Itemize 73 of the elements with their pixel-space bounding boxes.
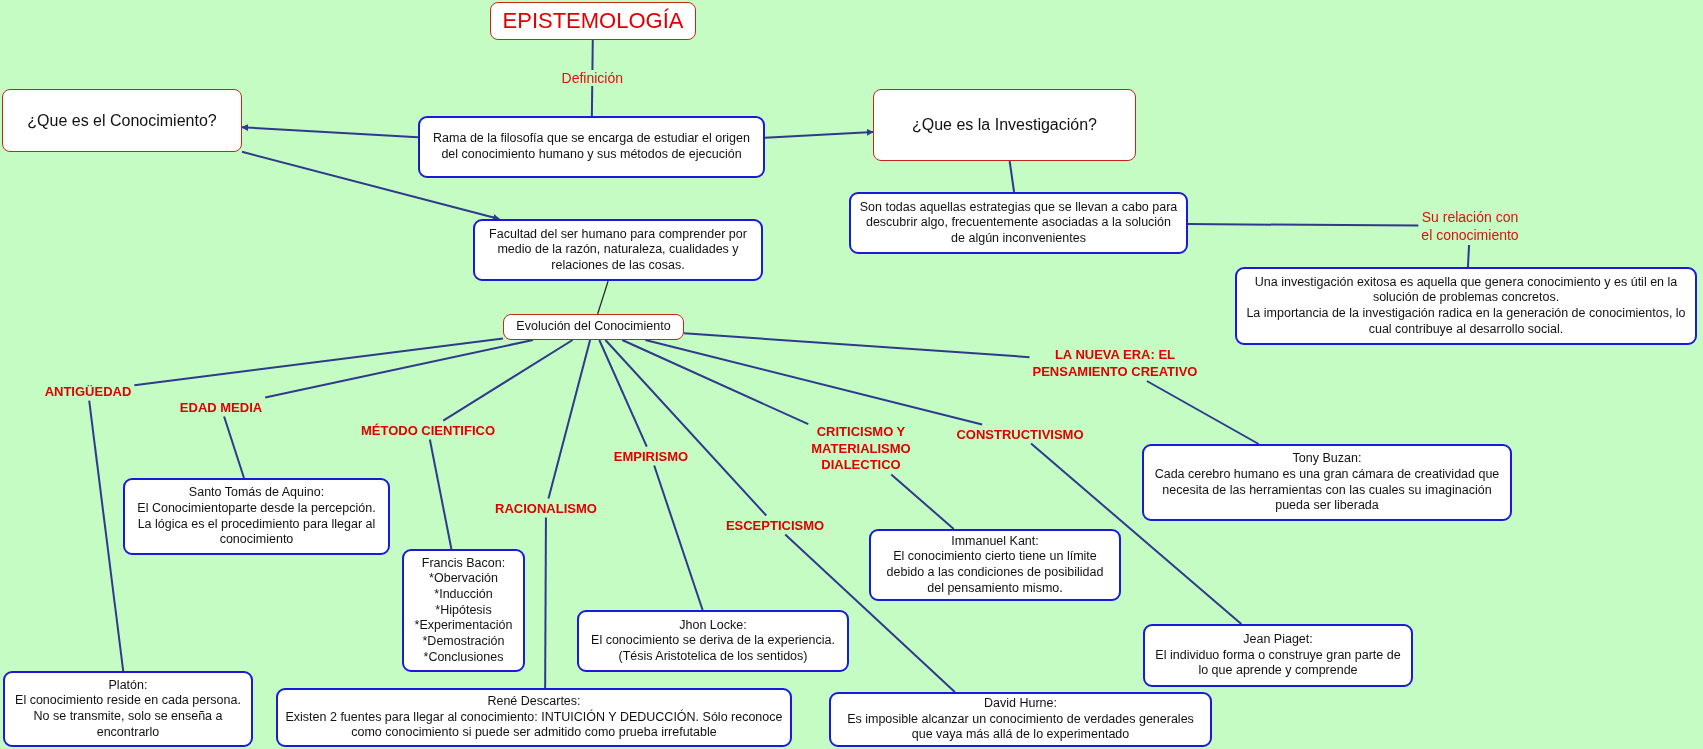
question-box: ¿Que es el Conocimiento? (2, 89, 242, 152)
relation-label: Su relación con el conocimiento (1420, 207, 1520, 245)
concept-box: Facultad del ser humano para comprender por medio de la razón, naturaleza, cualidades y relaciones de las cosas. (473, 219, 763, 281)
title-box: EPISTEMOLOGÍA (490, 2, 696, 40)
connector-line (597, 280, 609, 315)
connector-line (133, 337, 504, 387)
concept-box (829, 692, 1212, 747)
description-text: *Obervación *Inducción *Hipótesis *Experimentación *Demostración *Conclusiones (413, 571, 514, 666)
connector-line (683, 332, 1031, 359)
category-label: CRITICISMO Y MATERIALISMO DIALECTICO (810, 423, 912, 475)
description-text: Una investigación exitosa es aquella que genera conocimiento y es útil en la solución de problemas concretos. (1253, 274, 1679, 306)
description-text: La importancia de la investigación radica en la generación de conocimientos, lo cual contribuye al desarrollo social. (1245, 306, 1687, 338)
connector-line (644, 339, 984, 426)
connector-line (1466, 244, 1471, 268)
question-box: ¿Que es la Investigación? (873, 89, 1136, 161)
author-heading: David Hurne: (984, 696, 1057, 712)
connector-line (890, 473, 955, 530)
connector-line (621, 339, 810, 426)
concept-box: Rama de la filosofía que se encarga de estudiar el origen del conocimiento humano y sus métodos de ejecución (418, 116, 765, 178)
concept-box (3, 671, 253, 747)
arrow (241, 150, 501, 221)
connector-line (1187, 223, 1420, 227)
description-text: El individuo forma o construye gran parte de lo que aprende y comprende (1154, 647, 1402, 679)
description-text: Existen 2 fuentes para llegar al conocimiento: INTUICIÓN Y DEDUCCIÓN. Sólo reconoce como conocimiento si puede ser admitido como prueba irrefutable (284, 709, 784, 741)
connector-line (442, 339, 574, 422)
category-label: CONSTRUCTIVISMO (956, 426, 1084, 444)
author-heading: Jean Piaget: (1243, 632, 1313, 648)
description-text: El conocimiento cierto tiene un límite debido a las condiciones de posibilidad del pensamiento mismo. (885, 549, 1105, 597)
category-label: MÉTODO CIENTIFICO (360, 422, 496, 440)
concept-box (1142, 444, 1512, 521)
connector-line (1030, 442, 1243, 625)
connector-line (547, 339, 592, 500)
author-heading: Jhon Locke: (679, 617, 747, 634)
author-heading: Platón: (108, 677, 148, 694)
connector-line (544, 516, 547, 689)
author-heading: Tony Buzan: (1292, 451, 1362, 467)
connector-line (784, 533, 956, 693)
author-heading: Santo Tomás de Aquino: (188, 485, 325, 501)
concept-box (276, 688, 792, 747)
connector-line (1008, 160, 1016, 193)
concept-box (402, 549, 525, 672)
arrow (241, 124, 419, 139)
description-text: Cada cerebro humano es una gran cámara de creatividad que necesita de las herramientas con las cuales su imaginación pueda ser liberada (1153, 466, 1501, 514)
author-heading: Immanuel Kant: (951, 533, 1039, 550)
connector-line (88, 399, 125, 672)
category-label: LA NUEVA ERA: EL PENSAMIENTO CREATIVO (1031, 347, 1199, 381)
question-box: Evolución del Conocimiento (503, 314, 684, 340)
concept-box (123, 478, 390, 555)
description-text: Es imposible alcanzar un conocimiento de verdades generales que vaya más allá de lo experimentado (846, 711, 1195, 743)
author-heading: René Descartes: (487, 694, 581, 709)
category-label: ANTIGÜEDAD (44, 383, 132, 401)
description-text: El Conocimientoparte desde la percepción. La lógica es el procedimiento para llegar al conocimiento (136, 500, 377, 548)
description-text: El conocimiento se deriva de la experiencia. (Tésis Aristotelica de los sentidos) (590, 633, 836, 665)
author-heading: Francis Bacon: (421, 555, 506, 572)
arrow (764, 128, 874, 139)
edge-label: Definición (559, 70, 626, 86)
category-label: ESCEPTICISMO (725, 517, 825, 535)
connector-line (223, 415, 245, 479)
connector-line (604, 339, 768, 517)
category-label: RACIONALISMO (495, 500, 597, 518)
connector-line (428, 438, 453, 550)
connector-line (264, 339, 534, 399)
category-label: EDAD MEDIA (179, 399, 263, 417)
concept-box (577, 610, 849, 672)
concept-box (1235, 267, 1697, 345)
concept-box: Son todas aquellas estrategias que se llevan a cabo para descubrir algo, frecuentemente asociadas a la solución de algún inconvenientes (849, 192, 1188, 254)
category-label: EMPIRISMO (613, 448, 689, 466)
connector-line (1145, 380, 1260, 445)
connector-line (598, 339, 648, 448)
description-text: El conocimiento reside en cada persona. No se transmite, solo se enseña a encontrarlo (14, 693, 242, 741)
connector-line (653, 464, 704, 611)
concept-box (1143, 624, 1413, 687)
concept-box (869, 529, 1121, 601)
